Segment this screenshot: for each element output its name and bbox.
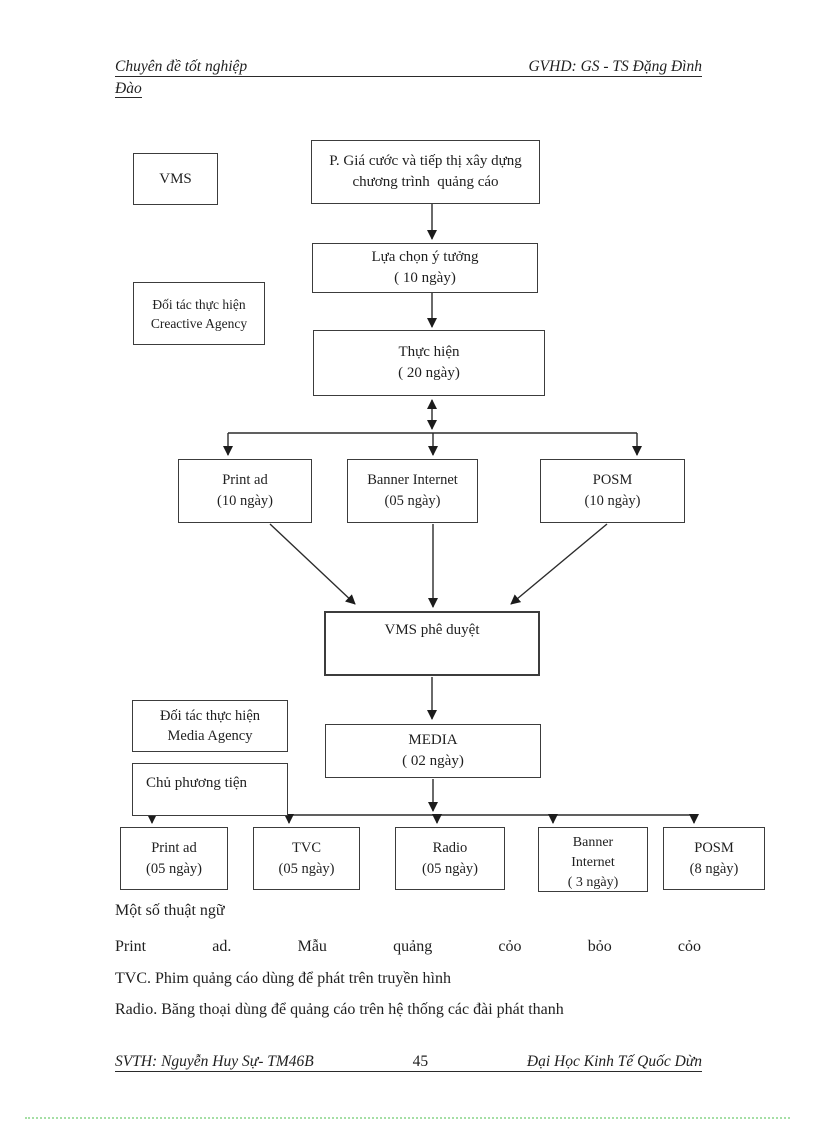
node-label: Đối tác thực hiện xyxy=(159,708,261,724)
node-label: (10 ngày) xyxy=(217,493,273,509)
glossary-heading: Một số thuật ngữ xyxy=(115,902,225,919)
node-label: VMS phê duyệt xyxy=(384,622,480,638)
footer-page-number: 45 xyxy=(412,1053,429,1070)
footer-university: Đại Học Kinh Tế Quốc Dừn xyxy=(526,1053,702,1070)
node-label: ( 02 ngày) xyxy=(402,753,464,769)
node-print-ad-design: Print ad (10 ngày) xyxy=(178,459,312,523)
node-label: Thực hiện xyxy=(398,344,460,360)
node-label: Đối tác thực hiện xyxy=(152,296,246,312)
node-vms: VMS xyxy=(133,153,218,205)
glossary-tvc: TVC. Phim quảng cáo dùng để phát trên tr… xyxy=(115,970,451,987)
node-label: POSM xyxy=(694,839,734,856)
glossary-print-ad: Print ad. Mẫu quảng cỏo bỏo cỏo xyxy=(115,938,701,955)
node-creative-agency-partner: Đối tác thực hiện Creactive Agency xyxy=(133,282,265,345)
node-tvc-run: TVC (05 ngày) xyxy=(253,827,360,890)
node-label: ( 3 ngày) xyxy=(567,875,619,890)
node-label: TVC xyxy=(292,839,321,856)
node-label: (05 ngày) xyxy=(278,860,335,877)
node-label: Chủ phương tiện xyxy=(146,775,248,791)
node-label: Print ad xyxy=(222,472,268,488)
node-label: Print ad xyxy=(151,839,197,856)
node-label: chương trình quảng cáo xyxy=(352,174,499,190)
node-label: Lựa chọn ý tưởng xyxy=(371,249,479,265)
node-banner-internet-design: Banner Internet (05 ngày) xyxy=(347,459,478,523)
node-label: Banner Internet xyxy=(367,472,458,488)
arrow-print-ad-to-approval xyxy=(269,523,356,605)
page-header: Chuyên đề tốt nghiệp GVHD: GS - TS Đặng … xyxy=(115,52,702,77)
node-pricing-dept: P. Giá cước và tiếp thị xây dựng chương … xyxy=(311,140,540,204)
header-supervisor-continuation: Đào xyxy=(115,80,142,98)
node-label: Radio xyxy=(432,839,468,856)
node-label: ( 20 ngày) xyxy=(398,365,460,381)
node-label: (10 ngày) xyxy=(584,493,641,509)
node-label: Banner xyxy=(572,835,614,850)
footer-author: SVTH: Nguyễn Huy Sự- TM46B xyxy=(115,1053,314,1070)
node-label: ( 10 ngày) xyxy=(394,270,456,286)
node-label: (05 ngày) xyxy=(422,860,478,877)
page-break-dotted-line xyxy=(25,1117,790,1119)
node-execution: Thực hiện ( 20 ngày) xyxy=(313,330,545,396)
node-label: Internet xyxy=(571,855,615,870)
node-label: POSM xyxy=(592,472,633,488)
node-posm-run: POSM (8 ngày) xyxy=(663,827,765,890)
node-print-ad-run: Print ad (05 ngày) xyxy=(120,827,228,890)
node-idea-selection: Lựa chọn ý tưởng ( 10 ngày) xyxy=(312,243,538,293)
header-right-supervisor: GVHD: GS - TS Đặng Đình xyxy=(528,58,702,75)
node-label: MEDIA xyxy=(408,732,458,748)
node-label: Creactive Agency xyxy=(150,315,248,331)
node-label: Media Agency xyxy=(167,728,253,744)
node-radio-run: Radio (05 ngày) xyxy=(395,827,505,890)
node-label: P. Giá cước và tiếp thị xây dựng xyxy=(329,153,522,169)
node-banner-internet-run: Banner Internet ( 3 ngày) xyxy=(538,827,648,892)
node-media: MEDIA ( 02 ngày) xyxy=(325,724,541,778)
node-label: (05 ngày) xyxy=(146,860,202,877)
header-left-title: Chuyên đề tốt nghiệp xyxy=(115,58,248,75)
node-posm-design: POSM (10 ngày) xyxy=(540,459,685,523)
node-media-owner: Chủ phương tiện xyxy=(132,763,288,816)
node-vms-approval: VMS phê duyệt xyxy=(324,611,540,676)
node-label: (8 ngày) xyxy=(689,860,739,877)
page-footer: SVTH: Nguyễn Huy Sự- TM46B 45 Đại Học Ki… xyxy=(115,1049,702,1072)
arrow-posm-to-approval xyxy=(510,523,608,605)
node-label: (05 ngày) xyxy=(384,493,441,509)
glossary-radio: Radio. Băng thoại dùng để quảng cáo trên… xyxy=(115,1001,564,1018)
header-continuation-row: Đào xyxy=(115,80,142,98)
node-label: VMS xyxy=(159,170,192,187)
node-media-agency-partner: Đối tác thực hiện Media Agency xyxy=(132,700,288,752)
